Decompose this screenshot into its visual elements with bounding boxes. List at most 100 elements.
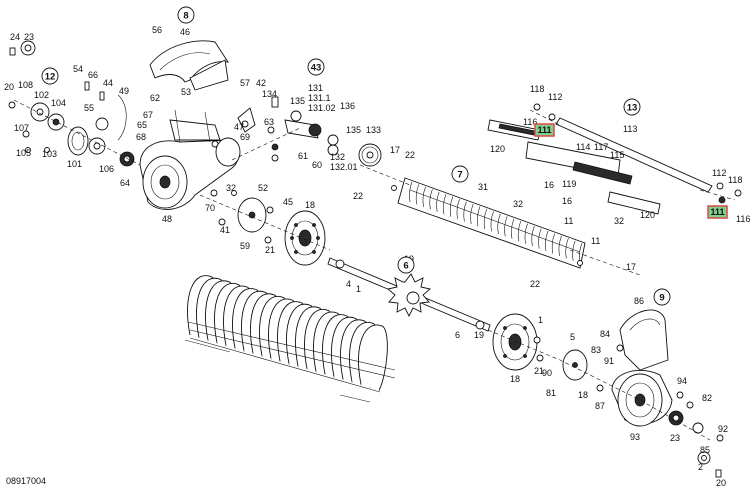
part-label: 21 — [265, 245, 275, 255]
part-label: 82 — [702, 393, 712, 403]
part-label: 68 — [136, 132, 146, 142]
part-label: 22 — [405, 150, 415, 160]
part-label: 48 — [162, 214, 172, 224]
part-label: 19 — [474, 330, 484, 340]
part-label: 83 — [591, 345, 601, 355]
part-label: 135 — [290, 96, 305, 106]
part-label: 22 — [530, 279, 540, 289]
part-label: 21 — [534, 366, 544, 376]
svg-text:6: 6 — [403, 260, 408, 271]
group-callout: 7 — [451, 165, 469, 183]
group-callout: 6 — [397, 256, 415, 274]
svg-text:8: 8 — [183, 10, 188, 21]
part-label: 108 — [18, 80, 33, 90]
part-label: 112 — [712, 168, 726, 178]
part-label: 65 — [137, 120, 147, 130]
part-label: 135 — [346, 125, 361, 135]
part-label: 22 — [353, 191, 363, 201]
part-label: 20 — [716, 478, 726, 488]
group-callout: 43 — [307, 58, 325, 76]
part-label: 87 — [595, 401, 605, 411]
part-label: 24 — [10, 32, 20, 42]
rotor-disc-4 — [284, 210, 326, 266]
svg-text:111: 111 — [537, 125, 551, 135]
gearbox-housing — [139, 109, 241, 210]
part-label: 120 — [490, 144, 505, 154]
part-label: 11 — [564, 216, 573, 226]
part-label: 42 — [256, 78, 266, 88]
part-label: 132.01 — [330, 162, 358, 172]
group-callout: 12 — [41, 67, 59, 85]
group-callout: 13 — [623, 98, 641, 116]
part-label: 2 — [698, 462, 703, 472]
part-label: 61 — [298, 151, 308, 161]
part-label: 118 — [728, 175, 742, 185]
part-label: 104 — [51, 98, 66, 108]
part-label: 101 — [67, 159, 82, 169]
svg-text:13: 13 — [627, 102, 638, 113]
part-label: 81 — [546, 388, 556, 398]
part-label: 63 — [264, 117, 274, 127]
part-label: 31 — [478, 182, 488, 192]
part-label: 32 — [513, 199, 523, 209]
part-label: 45 — [283, 197, 293, 207]
reference-code: 08917004 — [6, 476, 46, 486]
svg-text:12: 12 — [45, 71, 56, 82]
part-label: 134 — [262, 89, 277, 99]
part-label: 32 — [226, 183, 236, 193]
part-label: 56 — [152, 25, 162, 35]
part-label: 107 — [14, 123, 29, 133]
part-label: 23 — [24, 32, 34, 42]
part-label: 18 — [578, 390, 588, 400]
part-label: 1 — [538, 315, 543, 325]
part-label: 66 — [88, 70, 98, 80]
part-label: 112 — [548, 92, 562, 102]
rotor-disc-5 — [492, 313, 544, 371]
part-label: 103 — [42, 149, 57, 159]
part-label: 32 — [614, 216, 624, 226]
part-label: 6 — [455, 330, 460, 340]
part-label: 23 — [670, 433, 680, 443]
group-callout: 9 — [653, 288, 671, 306]
part-label: 17 — [390, 145, 400, 155]
part-label: 17 — [626, 262, 636, 272]
part-label: 64 — [120, 178, 130, 188]
part-label: 5 — [570, 332, 575, 342]
part-label: 52 — [258, 183, 268, 193]
part-label: 55 — [84, 103, 94, 113]
part-label: 102 — [34, 90, 49, 100]
part-label: 4 — [346, 279, 351, 289]
part-label: 133 — [366, 125, 381, 135]
part-label: 116 — [523, 117, 537, 127]
part-label: 90 — [542, 368, 552, 378]
part-label: 114 — [576, 142, 590, 152]
assembly-centerlines — [13, 99, 736, 441]
svg-text:9: 9 — [659, 292, 664, 303]
group-12-hub-assembly — [8, 40, 135, 167]
part-label: 67 — [143, 110, 153, 120]
highlighted-part-111[interactable]: 111 — [534, 123, 555, 137]
part-label: 59 — [240, 241, 250, 251]
part-label: 41 — [220, 225, 230, 235]
part-label: 118 — [530, 84, 544, 94]
part-label: 117 — [594, 142, 608, 152]
part-label: 11 — [591, 236, 600, 246]
part-label: 18 — [510, 374, 520, 384]
part-label: 105 — [16, 148, 31, 158]
group-9-gearbox — [562, 309, 724, 478]
part-label: 24 — [0, 0, 10, 2]
part-label: 120 — [640, 210, 655, 220]
highlighted-part-111[interactable]: 111 — [707, 205, 728, 219]
part-label: 86 — [634, 296, 644, 306]
part-label: 69 — [240, 132, 250, 142]
part-label: 57 — [240, 78, 250, 88]
part-label: 16 — [544, 180, 554, 190]
rotor-shaft — [327, 257, 491, 332]
part-label: 116 — [736, 214, 750, 224]
part-label: 131 — [308, 83, 323, 93]
part-label: 115 — [610, 150, 624, 160]
part-label: 47 — [234, 122, 244, 132]
